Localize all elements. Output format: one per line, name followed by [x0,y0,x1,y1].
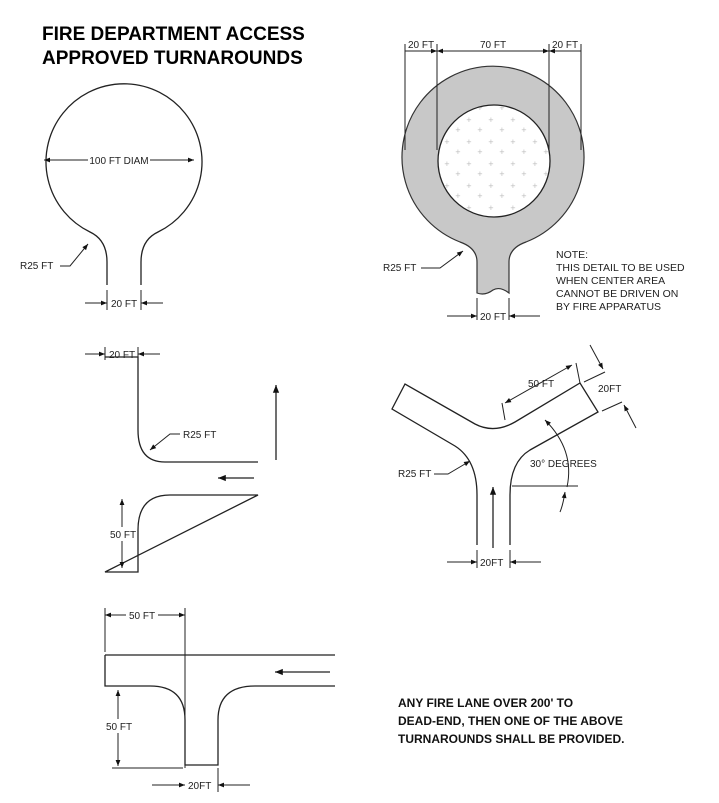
width-label: 20 FT [480,312,506,323]
length-top-label: 50 FT [129,611,155,622]
dim-right-label: 20 FT [552,40,578,51]
radius-label: R25 FT [20,261,53,272]
note-line: THIS DETAIL TO BE USED [556,262,685,274]
note-block: NOTE: THIS DETAIL TO BE USED WHEN CENTER… [556,249,685,313]
angle-label: 30° DEGREES [530,459,597,470]
radius-label: R25 FT [383,263,416,274]
cul-de-sac-diagram: 100 FT DIAM R25 FT 20 FT [20,83,203,310]
radius-label: R25 FT [183,430,216,441]
title-line-2: APPROVED TURNAROUNDS [42,48,303,69]
ring-turnaround-diagram: 20 FT 70 FT 20 FT R25 FT 20 FT NOTE: THI… [383,40,685,323]
arm-width-label: 20FT [598,384,621,395]
diameter-label: 100 FT DIAM [89,156,148,167]
hammerhead-diagram: 20 FT R25 FT 50 FT [85,347,280,573]
width-label: 20 FT [109,350,135,361]
note-line: CANNOT BE DRIVEN ON [556,288,678,300]
title-line-1: FIRE DEPARTMENT ACCESS [42,24,305,45]
tee-diagram: 50 FT 50 FT 20FT [104,608,335,792]
footer-line: DEAD-END, THEN ONE OF THE ABOVE [398,714,623,728]
note-line: WHEN CENTER AREA [556,275,665,287]
dim-center-label: 70 FT [480,40,506,51]
width-label: 20FT [480,558,503,569]
radius-label: R25 FT [398,469,431,480]
width-label: 20FT [188,781,211,792]
length-side-label: 50 FT [106,722,132,733]
wye-diagram: 50 FT 20FT 30° DEGREES R25 FT 20FT [391,344,637,569]
footer-note: ANY FIRE LANE OVER 200' TO DEAD-END, THE… [398,696,624,746]
length-label: 50 FT [528,379,554,390]
footer-line: TURNAROUNDS SHALL BE PROVIDED. [398,732,624,746]
footer-line: ANY FIRE LANE OVER 200' TO [398,696,573,710]
length-label: 50 FT [110,530,136,541]
dim-left-label: 20 FT [408,40,434,51]
note-line: BY FIRE APPARATUS [556,301,661,313]
width-label: 20 FT [111,299,137,310]
note-line: NOTE: [556,249,588,261]
